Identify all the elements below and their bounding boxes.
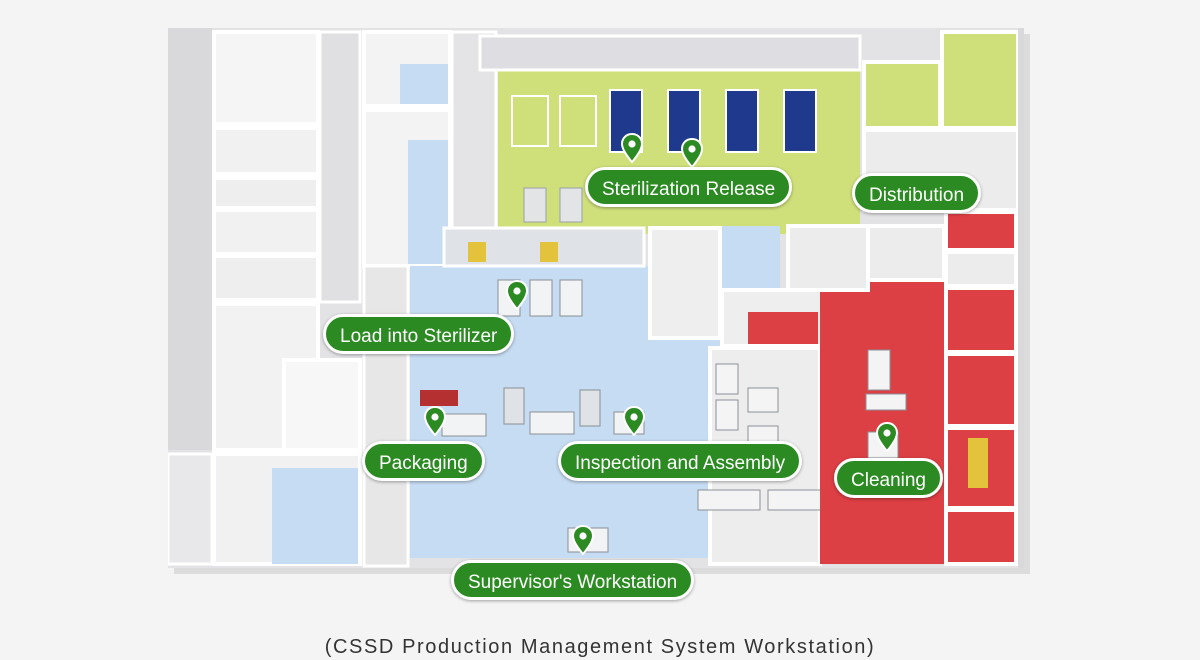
workbench [441,413,487,437]
right-room [944,210,1018,252]
right-room [944,352,1018,428]
right-room-yellow [968,438,988,488]
sterile-upper-band [478,34,862,72]
right-edge-wall [1018,28,1024,568]
sterile-cart [523,187,547,223]
washer-unit [715,399,739,431]
yellow-counter [468,242,486,262]
left-room [212,254,320,302]
map-pin-icon [876,422,898,452]
left-room [212,176,320,210]
map-pin-icon [572,525,594,555]
dirty-zone-top [866,224,946,282]
distribution-room [940,30,1020,130]
sterilizer-unit [783,89,817,153]
map-pin-icon [506,280,528,310]
left-room [212,208,320,256]
label-distribution: Distribution [852,173,982,213]
yellow-counter [540,242,558,262]
workbench [503,387,525,425]
label-supervisor-workstation: Supervisor's Workstation [451,560,695,600]
label-sterilization-release: Sterilization Release [585,167,793,207]
left-room [282,358,362,452]
workbench [529,279,553,317]
left-room [212,126,320,176]
far-left-room [168,452,214,566]
dirty-zone-room [748,312,818,344]
map-pin-icon [623,406,645,436]
sterilizer-unit [725,89,759,153]
sterile-cart [559,187,583,223]
far-left-wall [168,28,212,450]
sterile-rack [511,95,549,147]
washer-unit [715,363,739,395]
right-room [944,250,1018,288]
washer-unit [697,489,761,511]
dirty-zone-top [786,224,870,292]
map-pin-icon [681,138,703,168]
left-room [212,30,320,126]
sterile-rack [559,95,597,147]
label-load-into-sterilizer: Load into Sterilizer [323,314,515,354]
map-pin-icon [424,406,446,436]
workbench [559,279,583,317]
left-corridor [318,30,362,304]
dirty-bench [867,349,891,391]
right-room [944,286,1018,354]
label-packaging: Packaging [362,441,485,481]
inner-wall [362,264,410,568]
label-cleaning: Cleaning [834,458,943,498]
dirty-bench [865,393,907,411]
map-pin-icon [621,133,643,163]
office-blue [400,64,448,104]
label-inspection-and-assembly: Inspection and Assembly [558,441,803,481]
washer-unit [747,387,779,413]
workbench [529,411,575,435]
bottom-left-blue [272,468,358,564]
right-room [944,508,1018,566]
figure-caption: (CSSD Production Management System Works… [324,636,876,658]
distribution-room [862,60,942,130]
workbench [579,389,601,427]
office-blue [408,140,448,264]
red-machine [420,390,458,406]
clean-zone-ante [648,226,722,340]
